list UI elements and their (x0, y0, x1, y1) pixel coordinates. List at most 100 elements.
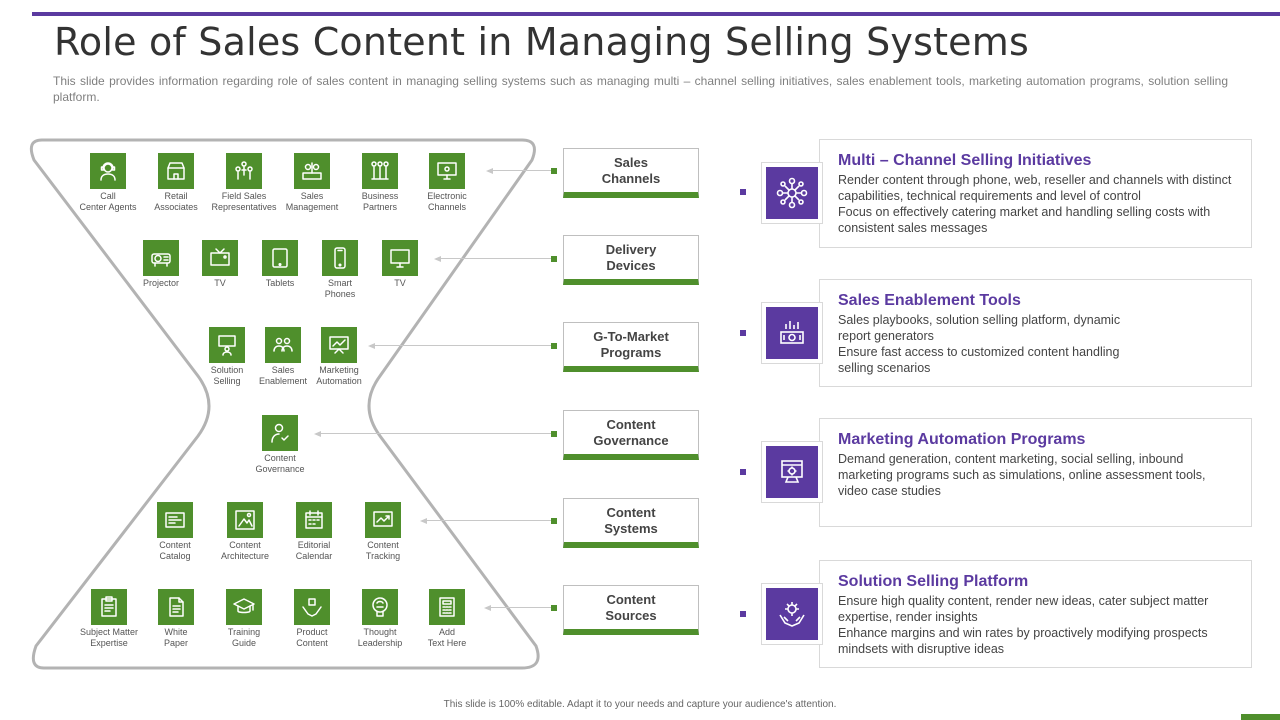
connector-line (438, 258, 552, 259)
icon-tile: Business Partners (340, 153, 420, 213)
icon-label: Projector (142, 278, 179, 288)
icon-tile: Content Catalog (135, 502, 215, 562)
panel-text: Ensure high quality content, render new … (838, 594, 1209, 656)
category-content-systems: Content Systems (563, 498, 699, 548)
agent-icon (90, 153, 126, 189)
catalog-icon (157, 502, 193, 538)
connector-dot (551, 430, 557, 437)
category-label: Delivery Devices (605, 241, 657, 273)
icon-tile: White Paper (136, 589, 216, 649)
document-icon (158, 589, 194, 625)
icon-label: Thought Leadership (357, 627, 403, 648)
network-icon (766, 167, 818, 219)
connector-line (424, 520, 552, 521)
icon-tile: Sales Management (272, 153, 352, 213)
icon-label: Smart Phones (324, 278, 356, 299)
icon-tile: TV (360, 240, 440, 289)
page-title: Role of Sales Content in Managing Sellin… (54, 20, 1029, 64)
panel-connector-dot (740, 469, 746, 475)
icon-label: Content Tracking (365, 540, 401, 561)
tv-icon (202, 240, 238, 276)
panel-sales-enablement: Sales Enablement Tools Sales playbooks, … (819, 279, 1252, 387)
panel-icon-frame (761, 441, 823, 503)
panel-multi-channel: Multi – Channel Selling Initiatives Rend… (819, 139, 1252, 248)
icon-tile: Smart Phones (300, 240, 380, 300)
panel-text: Render content through phone, web, resel… (838, 173, 1232, 235)
panel-title: Marketing Automation Programs (838, 431, 1086, 448)
icon-tile: Field Sales Representatives (204, 153, 284, 213)
connector-arrowhead (420, 517, 427, 524)
panel-marketing-automation: Marketing Automation Programs Demand gen… (819, 418, 1252, 527)
smartphone-icon (322, 240, 358, 276)
partners-icon (362, 153, 398, 189)
category-content-governance: Content Governance (563, 410, 699, 460)
icon-tile: Product Content (272, 589, 352, 649)
icon-label: Call Center Agents (79, 191, 137, 212)
category-label: Content Systems (604, 504, 658, 536)
icon-tile: Editorial Calendar (274, 502, 354, 562)
category-content-sources: Content Sources (563, 585, 699, 635)
footer-note: This slide is 100% editable. Adapt it to… (443, 699, 837, 710)
projector-icon (143, 240, 179, 276)
icon-label: Subject Matter Expertise (79, 627, 139, 648)
icon-tile: Solution Selling (187, 327, 267, 387)
panel-title: Sales Enablement Tools (838, 292, 1021, 309)
icon-tile: Content Governance (240, 415, 320, 475)
icon-tile: Content Tracking (343, 502, 423, 562)
panel-text: Demand generation, content marketing, so… (838, 452, 1206, 498)
category-delivery-devices: Delivery Devices (563, 235, 699, 285)
tablet-icon (262, 240, 298, 276)
category-label: Sales Channels (601, 154, 661, 186)
icon-label: White Paper (163, 627, 189, 648)
connector-line (490, 170, 552, 171)
chart-money-icon (766, 307, 818, 359)
icon-tile: Content Architecture (205, 502, 285, 562)
icon-tile: Add Text Here (407, 589, 487, 649)
panel-title: Solution Selling Platform (838, 573, 1029, 590)
presenter-icon (209, 327, 245, 363)
icon-label: Marketing Automation (316, 365, 362, 386)
retail-icon (158, 153, 194, 189)
board-icon (321, 327, 357, 363)
panel-icon-frame (761, 583, 823, 645)
calendar-icon (296, 502, 332, 538)
team-icon (265, 327, 301, 363)
connector-line (318, 433, 552, 434)
panel-text: Sales playbooks, solution selling platfo… (838, 313, 1121, 375)
category-go-to-market: G-To-Market Programs (563, 322, 699, 372)
field-sales-icon (226, 153, 262, 189)
icon-label: Electronic Channels (427, 191, 467, 212)
icon-label: Training Guide (227, 627, 261, 648)
panel-solution-selling: Solution Selling Platform Ensure high qu… (819, 560, 1252, 668)
category-sales-channels: Sales Channels (563, 148, 699, 198)
icon-label: Business Partners (361, 191, 399, 212)
connector-dot (551, 255, 557, 262)
icon-label: Sales Management (285, 191, 339, 212)
panel-icon-frame (761, 302, 823, 364)
connector-line (488, 607, 552, 608)
icon-label: Solution Selling (210, 365, 244, 386)
connector-arrowhead (314, 430, 321, 437)
icon-label: TV (394, 278, 406, 288)
governance-icon (262, 415, 298, 451)
panel-connector-dot (740, 330, 746, 336)
hourglass-outline (29, 138, 540, 670)
icon-tile: TV (180, 240, 260, 289)
icon-tile: Electronic Channels (407, 153, 487, 213)
icon-label: Content Architecture (220, 540, 270, 561)
architecture-icon (227, 502, 263, 538)
connector-dot (551, 342, 557, 349)
icon-tile: Call Center Agents (68, 153, 148, 213)
panel-title: Multi – Channel Selling Initiatives (838, 152, 1092, 169)
icon-tile: Thought Leadership (340, 589, 420, 649)
electronic-icon (429, 153, 465, 189)
icon-tile: Tablets (240, 240, 320, 289)
panel-icon-frame (761, 162, 823, 224)
icon-tile: Sales Enablement (243, 327, 323, 387)
automation-icon (766, 446, 818, 498)
calculator-icon (429, 589, 465, 625)
page-subtitle: This slide provides information regardin… (53, 74, 1228, 104)
connector-arrowhead (486, 167, 493, 174)
icon-label: Sales Enablement (258, 365, 308, 386)
icon-label: Add Text Here (427, 627, 467, 648)
